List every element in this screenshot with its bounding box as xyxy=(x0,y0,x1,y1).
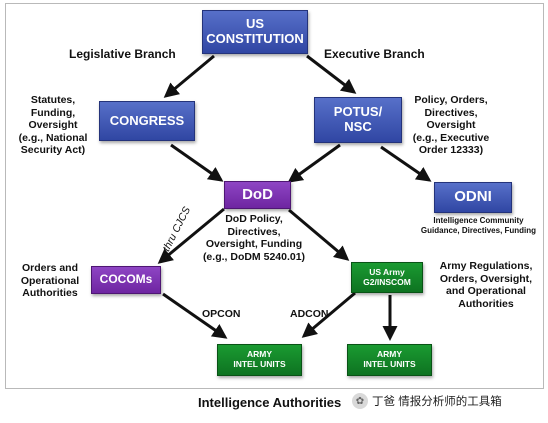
diagram-frame: US CONSTITUTION CONGRESS POTUS/ NSC DoD … xyxy=(5,3,544,389)
arrow-dod-inscom xyxy=(288,208,350,261)
odni-authority-note: Intelligence Community Guidance, Directi… xyxy=(420,216,537,235)
arrow-constitution-congress xyxy=(163,54,215,98)
arrow-layer xyxy=(157,54,432,341)
arrow-congress-dod xyxy=(170,143,224,182)
army-intel-units-right-node: ARMY INTEL UNITS xyxy=(347,344,432,376)
caption-bar: Intelligence Authorities ✿ 丁爸 情报分析师的工具箱 xyxy=(0,393,548,415)
army-intel-units-left-node: ARMY INTEL UNITS xyxy=(217,344,302,376)
cocoms-authority-note: Orders and Operational Authorities xyxy=(20,262,80,300)
congress-authority-note: Statutes, Funding, Oversight (e.g., Nati… xyxy=(18,94,88,157)
arrow-cocoms-army-intel xyxy=(162,292,228,339)
army-authority-note: Army Regulations, Orders, Oversight, and… xyxy=(439,260,533,310)
odni-node: ODNI xyxy=(434,182,512,213)
dod-node: DoD xyxy=(224,181,291,209)
watermark-text: 丁爸 情报分析师的工具箱 xyxy=(372,396,502,408)
arrow-inscom-army-intel-left xyxy=(301,291,356,338)
wechat-icon: ✿ xyxy=(352,393,368,409)
opcon-label: OPCON xyxy=(202,308,241,320)
congress-node: CONGRESS xyxy=(99,101,195,141)
executive-branch-label: Executive Branch xyxy=(324,47,425,61)
arrow-dod-cocoms xyxy=(157,207,225,264)
cocoms-node: COCOMs xyxy=(91,266,161,294)
potus-nsc-node: POTUS/ NSC xyxy=(314,97,402,143)
dod-authority-note: DoD Policy, Directives, Oversight, Fundi… xyxy=(202,213,306,263)
us-constitution-node: US CONSTITUTION xyxy=(202,10,308,54)
adcon-label: ADCON xyxy=(290,308,329,320)
watermark: ✿ 丁爸 情报分析师的工具箱 xyxy=(352,393,502,409)
arrow-potus-dod xyxy=(287,143,341,183)
arrow-potus-odni xyxy=(380,145,432,182)
potus-authority-note: Policy, Orders, Directives, Oversight (e… xyxy=(412,94,490,157)
figure-caption: Intelligence Authorities xyxy=(198,395,342,410)
us-army-inscom-node: US Army G2/INSCOM xyxy=(351,262,423,293)
arrow-constitution-potus xyxy=(306,54,357,94)
legislative-branch-label: Legislative Branch xyxy=(69,47,176,61)
